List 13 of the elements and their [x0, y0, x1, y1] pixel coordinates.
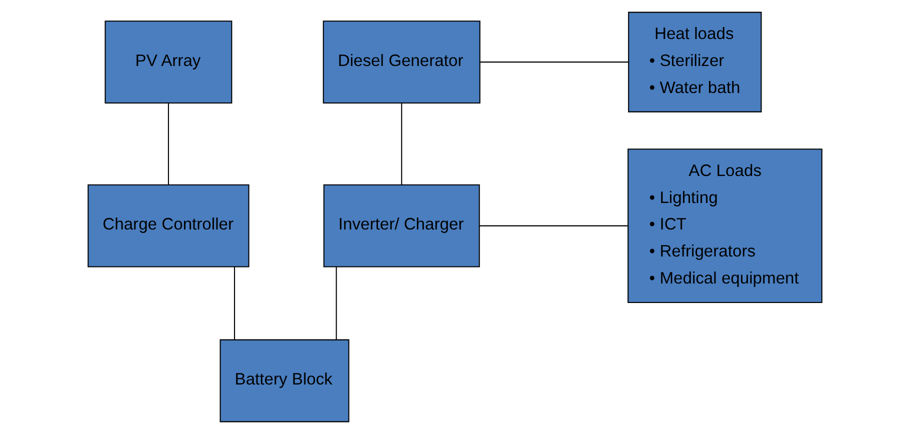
connector [480, 225, 628, 226]
connector [336, 266, 337, 340]
connector [234, 266, 236, 340]
node-box: Diesel Generator [322, 20, 480, 104]
node-box: AC Loads • Lighting • ICT • Refrigerators • Medical equipment [628, 148, 822, 304]
node-box: Heat loads • Sterilizer • Water bath [628, 12, 762, 112]
connector [480, 62, 629, 63]
node-box: Inverter/ Charger [323, 184, 480, 268]
node-box: PV Array [104, 20, 232, 104]
node-box: Charge Controller [88, 184, 250, 268]
connector [168, 103, 169, 185]
node-box: Battery Block [220, 339, 350, 422]
connector [401, 103, 402, 185]
